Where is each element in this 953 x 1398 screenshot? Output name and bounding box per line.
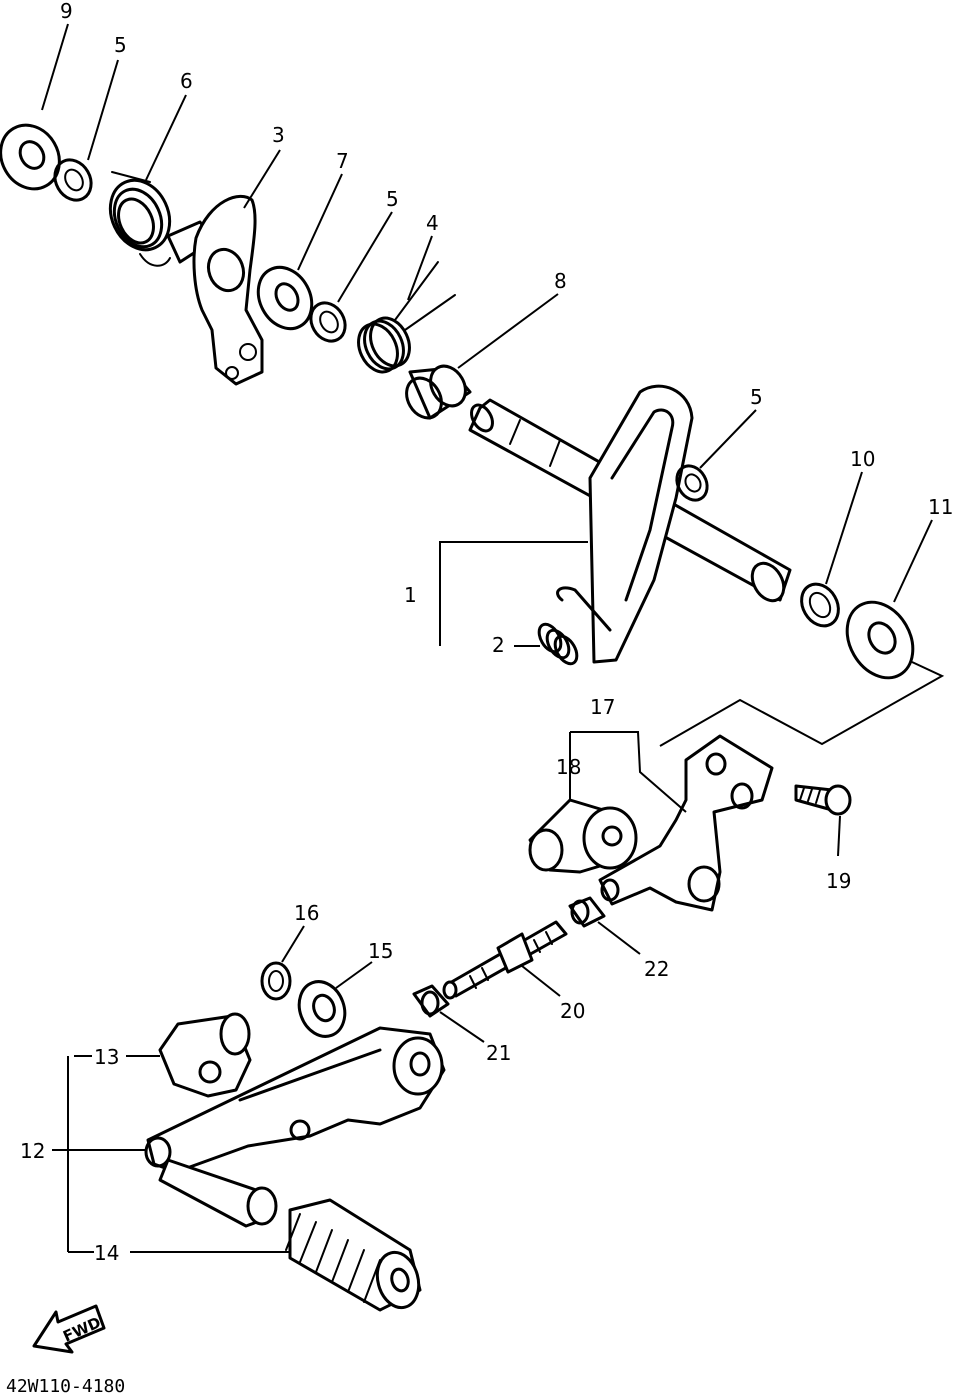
callout-9: 9 [60,0,73,23]
nut-22 [568,896,606,928]
washer-15 [297,980,347,1038]
callout-4: 4 [426,211,439,235]
callout-11: 11 [928,495,953,519]
leader-17 [570,731,687,813]
change-pedal-12 [144,1026,446,1228]
leader-7 [297,173,343,271]
circlip-5-mid [309,301,347,343]
callout-17: 17 [590,695,615,719]
leader-8 [457,293,559,369]
circlip-5-right [675,464,709,502]
rod-end-18 [528,798,638,874]
circlip-16 [260,961,292,1001]
leader-11 [893,519,933,603]
callout-18: 18 [556,755,581,779]
callout-15: 15 [368,939,393,963]
assembly-bracket-line [659,661,945,747]
leader-1 [439,541,588,646]
washer-10 [800,582,840,628]
leader-4 [407,235,433,301]
leader-9 [41,23,69,111]
callout-1: 1 [404,583,417,607]
rod-end-13 [158,1012,252,1098]
washer-7 [256,265,314,331]
leader-19 [837,815,841,857]
callout-22: 22 [644,957,669,981]
leader-21 [439,1011,485,1043]
leader-6 [145,94,187,181]
shift-shaft-1 [468,384,792,664]
forward-arrow-icon: FWD [32,1304,106,1354]
leader-3 [243,149,281,209]
diagram-part-code: 42W110-4180 [6,1376,125,1397]
pedal-rubber-14 [285,1198,422,1312]
leader-22 [597,921,641,955]
shift-arm-3 [166,194,264,386]
callout-2: 2 [492,633,505,657]
callout-5: 5 [750,385,763,409]
leader-5a [87,59,119,161]
callout-3: 3 [272,123,285,147]
shift-lever-17 [598,734,774,912]
oil-seal-11 [845,600,915,680]
callout-5: 5 [114,33,127,57]
collar-8 [405,364,472,420]
leader-5c [699,409,757,469]
leader-15 [335,961,373,989]
callout-13: 13 [94,1045,119,1069]
torsion-spring-6 [108,171,172,267]
leader-20 [521,965,561,997]
callout-5: 5 [386,187,399,211]
callout-14: 14 [94,1241,119,1265]
leader-16 [281,925,305,963]
leader-10 [825,471,863,585]
adjusting-rod-20 [442,920,568,1000]
return-spring-4 [357,261,456,374]
callout-6: 6 [180,69,193,93]
callout-7: 7 [336,149,349,173]
spring-2 [537,622,579,666]
callout-8: 8 [554,269,567,293]
circlip-5-top [53,158,93,202]
washer-9 [0,123,61,191]
callout-10: 10 [850,447,875,471]
callout-19: 19 [826,869,851,893]
callout-20: 20 [560,999,585,1023]
leader-5b [337,211,393,303]
callout-21: 21 [486,1041,511,1065]
callout-12: 12 [20,1139,45,1163]
nut-21 [412,984,450,1018]
callout-16: 16 [294,901,319,925]
bolt-19 [794,784,852,816]
